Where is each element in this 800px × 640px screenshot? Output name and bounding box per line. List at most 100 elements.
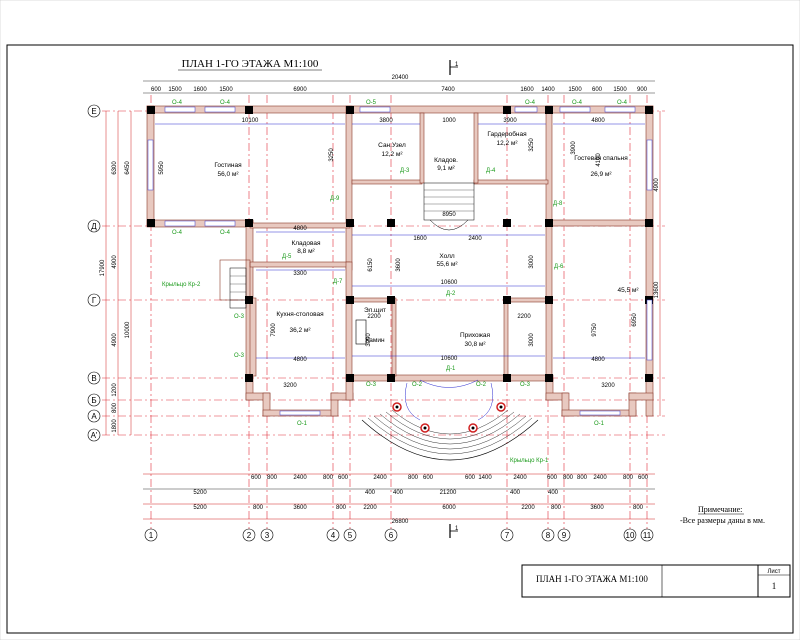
svg-text:1500: 1500 (613, 87, 627, 93)
svg-text:О-2: О-2 (412, 382, 423, 388)
svg-text:О-2: О-2 (476, 382, 487, 388)
svg-text:Д-3: Д-3 (400, 168, 410, 174)
room-storage-area: 9,1 м² (437, 165, 455, 172)
room-guest-bedroom-name: Гостевая спальня (574, 155, 628, 162)
svg-text:3200: 3200 (283, 383, 297, 389)
title-block: ПЛАН 1-ГО ЭТАЖА М1:100 Лист 1 (521, 564, 791, 598)
stair (423, 182, 475, 231)
svg-text:7400: 7400 (441, 87, 455, 93)
svg-text:3: 3 (265, 531, 270, 540)
svg-text:2200: 2200 (521, 505, 535, 511)
svg-text:О-3: О-3 (366, 382, 377, 388)
room-bath-area: 12,2 м² (381, 151, 403, 158)
stamp-sheet-label: Лист (767, 569, 780, 575)
room-pantry-area: 8,8 м² (297, 248, 315, 255)
svg-text:2: 2 (247, 531, 252, 540)
svg-text:6150: 6150 (368, 258, 374, 272)
svg-text:О-1: О-1 (594, 421, 605, 427)
svg-text:7: 7 (505, 531, 510, 540)
right-dimensions: 4900 13600 4100 9750 6950 (592, 111, 661, 416)
svg-text:600: 600 (151, 87, 162, 93)
svg-text:900: 900 (637, 87, 648, 93)
svg-text:8: 8 (546, 531, 551, 540)
room-storage-name: Кладов. (434, 157, 458, 164)
svg-text:Г: Г (92, 296, 97, 305)
svg-text:800: 800 (623, 475, 634, 481)
room-guest-bedroom-area: 26,9 м² (590, 171, 612, 178)
svg-text:Д-8: Д-8 (553, 201, 563, 207)
svg-text:11: 11 (643, 531, 652, 540)
svg-text:600: 600 (423, 475, 434, 481)
bottom-dimensions: 600 800 2400 800 600 2400 800 600 600 14… (143, 473, 655, 525)
svg-text:8950: 8950 (442, 212, 456, 218)
svg-text:4800: 4800 (293, 357, 307, 363)
svg-text:6300: 6300 (112, 161, 118, 175)
svg-text:Д-6: Д-6 (554, 264, 564, 270)
svg-text:400: 400 (548, 490, 559, 496)
svg-text:1400: 1400 (541, 87, 555, 93)
svg-text:О-1: О-1 (297, 421, 308, 427)
svg-text:600: 600 (592, 87, 603, 93)
room-shield-name: Эл.щит (364, 307, 386, 314)
svg-text:1000: 1000 (442, 118, 456, 124)
svg-text:6: 6 (389, 531, 394, 540)
svg-text:3900: 3900 (571, 141, 577, 155)
svg-text:6000: 6000 (442, 505, 456, 511)
svg-text:4: 4 (331, 531, 336, 540)
svg-text:О-3: О-3 (234, 353, 245, 359)
svg-text:10100: 10100 (242, 118, 259, 124)
svg-text:5: 5 (348, 531, 353, 540)
svg-text:О-4: О-4 (220, 230, 231, 236)
room-wardrobe-name: Гардеробная (487, 130, 527, 138)
svg-text:800: 800 (577, 475, 588, 481)
svg-text:3250: 3250 (329, 148, 335, 162)
plan-title: ПЛАН 1-ГО ЭТАЖА М1:100 (182, 58, 319, 70)
svg-text:2400: 2400 (293, 475, 307, 481)
svg-text:1500: 1500 (168, 87, 182, 93)
svg-text:2200: 2200 (363, 505, 377, 511)
room-labels: Гостиная 56,0 м² Сан.Узел 12,2 м² Кладов… (214, 130, 639, 348)
room-pantry-name: Кладовая (291, 240, 321, 247)
room-bath-name: Сан.Узел (378, 142, 406, 149)
svg-text:3000: 3000 (366, 333, 372, 347)
svg-text:3600: 3600 (590, 505, 604, 511)
svg-text:10600: 10600 (441, 356, 458, 362)
fireplace-symbol (355, 319, 367, 345)
drawing-note: Примечание: -Все размеры даны в мм. (680, 505, 765, 525)
svg-text:4100: 4100 (596, 153, 602, 167)
svg-text:1600: 1600 (193, 87, 207, 93)
row-axis-markers: Е Д Г В Б А А' (87, 104, 101, 442)
section-mark-bottom: 1 (449, 524, 459, 538)
room-fireplace-name: Камин (365, 337, 385, 344)
svg-text:600: 600 (638, 475, 649, 481)
svg-text:1500: 1500 (568, 87, 582, 93)
svg-text:800: 800 (112, 402, 118, 413)
svg-text:2200: 2200 (517, 314, 531, 320)
room-living-name: Гостиная (214, 162, 242, 169)
room-hall-area: 55,6 м² (436, 261, 458, 268)
svg-text:600: 600 (465, 475, 476, 481)
room-wardrobe-area: 12,2 м² (496, 140, 518, 147)
stamp-sheet-number: 1 (772, 581, 777, 591)
svg-text:Д-9: Д-9 (330, 196, 340, 202)
svg-text:800: 800 (253, 505, 264, 511)
svg-text:800: 800 (563, 475, 574, 481)
svg-text:6450: 6450 (125, 161, 131, 175)
svg-text:4900: 4900 (112, 255, 118, 269)
left-dimensions: 17900 6300 4900 4900 1200 800 1800 6450 … (100, 111, 132, 435)
svg-text:2400: 2400 (593, 475, 607, 481)
svg-text:О-3: О-3 (520, 382, 531, 388)
svg-text:1600: 1600 (520, 87, 534, 93)
svg-text:2400: 2400 (373, 475, 387, 481)
svg-text:6950: 6950 (632, 313, 638, 327)
room-hallway-name: Прихожая (460, 332, 491, 339)
svg-text:2400: 2400 (513, 475, 527, 481)
note-text: -Все размеры даны в мм. (680, 516, 765, 525)
room-hallway-area: 30,8 м² (464, 341, 486, 348)
sheet-frame (6, 44, 794, 634)
svg-text:1: 1 (149, 531, 154, 540)
svg-text:800: 800 (408, 475, 419, 481)
svg-text:2200: 2200 (367, 314, 381, 320)
svg-text:5200: 5200 (193, 490, 207, 496)
svg-text:7900: 7900 (271, 323, 277, 337)
